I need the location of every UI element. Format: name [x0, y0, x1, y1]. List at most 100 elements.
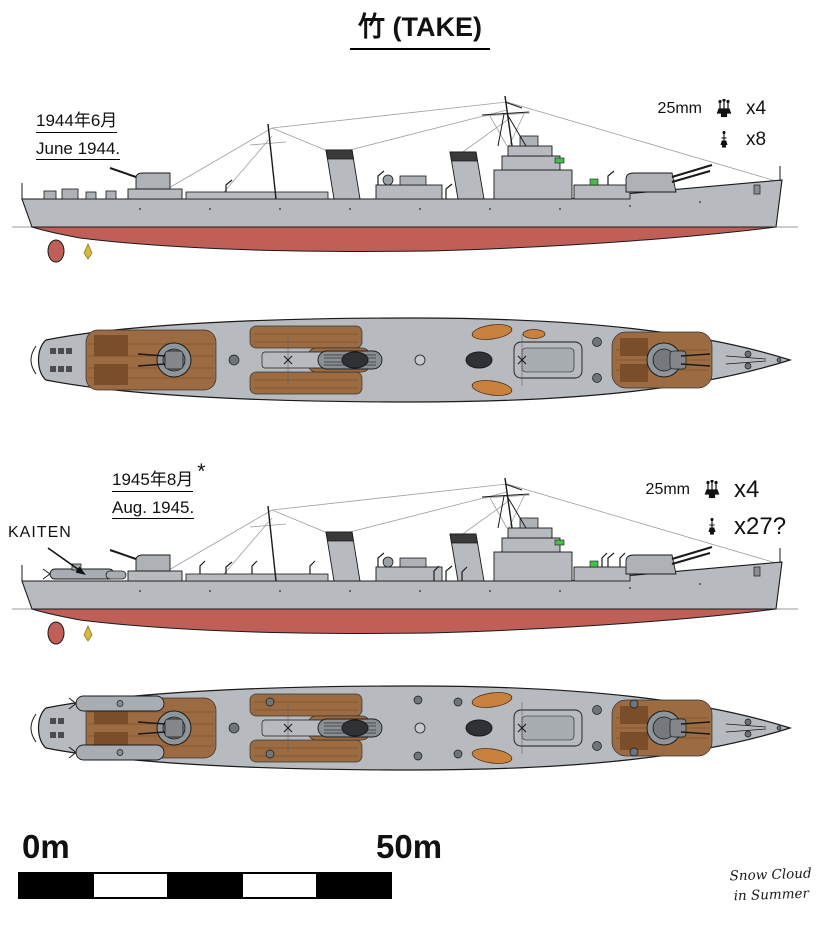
deckhouse-window-green	[589, 178, 599, 186]
searchlight	[382, 556, 394, 568]
aa-positions	[228, 337, 602, 383]
bridge-window-green	[554, 157, 565, 164]
single-mount-count-1944: x8	[746, 129, 767, 150]
anchor	[753, 184, 761, 195]
kaiten-arrow-icon	[47, 547, 86, 575]
bridge	[493, 517, 573, 582]
depth-charge-racks	[50, 348, 72, 372]
midship-platform	[375, 174, 443, 200]
hull-side	[21, 548, 783, 645]
bow-gear	[725, 350, 782, 370]
wood-deck-aft	[85, 329, 217, 391]
ship-top-view-1944	[30, 317, 792, 403]
fore-funnel	[449, 151, 485, 200]
caliber-label: 25mm	[657, 100, 702, 117]
fore-gun-mount	[646, 710, 711, 746]
single-25mm-mount-icon	[719, 130, 729, 149]
signature-line-2: in Summer	[733, 885, 810, 904]
aft-gun-mount	[137, 342, 192, 378]
fore-gun	[625, 164, 713, 193]
deckhouse-window-green	[589, 560, 599, 568]
scale-segment	[241, 874, 317, 897]
rigging	[161, 101, 777, 193]
bridge-plan	[513, 341, 583, 379]
aft-deckhouse	[185, 573, 329, 582]
propeller	[47, 239, 65, 263]
mast-marks	[283, 702, 527, 754]
date-en-1944: June 1944.	[36, 139, 121, 161]
triple-25mm-mount-icon	[716, 98, 732, 119]
bow-gear	[725, 718, 782, 738]
fore-funnel-plan	[465, 719, 493, 737]
triple-mount-count-1944: x4	[746, 98, 767, 119]
scale-end-label: 50m	[376, 828, 443, 865]
bridge	[493, 135, 573, 200]
mast-marks	[283, 334, 527, 386]
depth-charge-racks	[50, 718, 64, 738]
date-jp-1945: 1945年8月	[112, 470, 194, 492]
armament-note-1944: 25mm x4 x8	[648, 98, 767, 151]
main-mast	[267, 505, 277, 582]
shelter-deckhouse	[573, 560, 631, 582]
single-25mm-mount-icon	[707, 517, 717, 536]
propeller-marker	[83, 625, 93, 642]
propeller	[47, 621, 65, 645]
searchlight	[382, 174, 394, 186]
date-label-1944: 1944年6月 June 1944.	[36, 111, 121, 161]
scale-segment	[168, 874, 242, 897]
aft-funnel	[325, 531, 361, 582]
aa-guns	[199, 552, 626, 581]
hull-side	[21, 166, 783, 263]
date-en-1945: Aug. 1945.	[112, 498, 195, 520]
boats	[471, 692, 513, 764]
date-label-1945: 1945年8月* Aug. 1945.	[112, 460, 206, 520]
aft-deckhouse	[185, 191, 329, 200]
fore-funnel-plan	[465, 351, 493, 369]
propeller-guard	[30, 713, 37, 743]
portholes	[139, 583, 701, 592]
page-title: 竹 (TAKE)	[350, 5, 490, 50]
date-note-star: *	[197, 460, 206, 483]
fore-gun-mount	[646, 342, 711, 378]
ship-side-view-1944	[12, 95, 798, 263]
scale-segment	[93, 874, 169, 897]
aft-gun	[109, 549, 183, 582]
scale-segment	[316, 874, 391, 897]
bridge-window-green	[554, 539, 565, 546]
fore-gun	[625, 546, 713, 575]
kaiten-plan	[68, 695, 165, 761]
triple-mount-count-1945: x4	[734, 476, 760, 503]
caliber-label: 25mm	[645, 481, 690, 498]
anchor	[753, 566, 761, 577]
searchlight-plan	[414, 354, 426, 366]
aa-guns	[225, 170, 615, 199]
aft-gun	[109, 167, 183, 200]
aft-funnel	[325, 149, 361, 200]
portholes	[139, 201, 701, 210]
bridge-plan	[513, 709, 583, 747]
aft-deck-gear	[43, 188, 117, 200]
scale-bar	[18, 872, 392, 899]
date-jp-1944: 1944年6月	[36, 111, 118, 133]
propeller-marker	[83, 243, 93, 260]
fore-funnel	[449, 533, 485, 582]
aft-funnel-plan	[341, 719, 369, 737]
aft-gun-mount	[137, 710, 192, 746]
aft-funnel-plan	[341, 351, 369, 369]
ship-top-view-1945	[30, 685, 792, 771]
midship-platform	[375, 556, 443, 582]
aa-positions	[228, 695, 639, 761]
artist-signature: Snow Cloud in Summer	[715, 864, 826, 907]
boats	[471, 324, 546, 396]
signature-line-1: Snow Cloud	[729, 865, 812, 885]
main-mast	[267, 123, 277, 200]
scale-segment	[20, 874, 94, 897]
single-mount-count-1945: x27?	[734, 513, 787, 540]
triple-25mm-mount-icon	[704, 479, 720, 500]
kaiten-label: KAITEN	[8, 524, 72, 541]
propeller-guard	[30, 345, 37, 375]
fore-mast	[481, 95, 530, 147]
fore-mast	[481, 477, 530, 529]
shelter-deckhouse	[573, 178, 631, 200]
